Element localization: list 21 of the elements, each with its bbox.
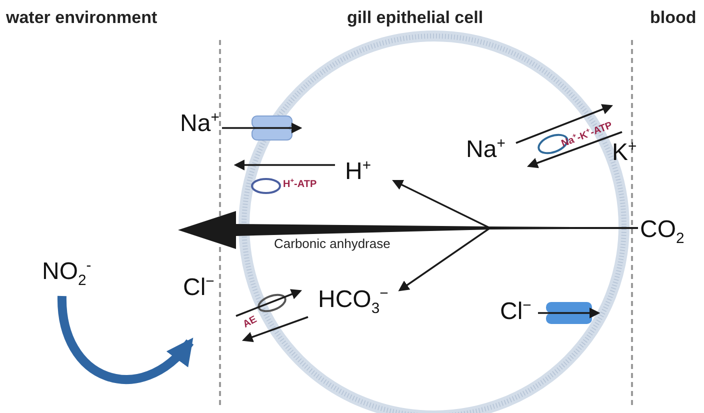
arrow: [236, 289, 302, 317]
pump-label: Na$^{+}$-K$^{+}$-ATP: [560, 120, 614, 150]
region-heading: gill epithelial cell: [347, 8, 484, 28]
ion-label: K$^{+}$: [612, 141, 637, 165]
region-heading: water environment: [6, 8, 158, 28]
ion-label: Na$^{+}$: [180, 112, 220, 136]
arrow: [242, 316, 308, 342]
ion-label: CO$_{2}$: [640, 218, 684, 242]
pump-label: AE: [241, 314, 259, 330]
arrow: [222, 122, 302, 134]
ion-label: H$^{+}$: [345, 160, 372, 184]
arrow: [58, 296, 194, 384]
pump-label: H$^{+}$-ATP: [283, 179, 317, 190]
edge-label: Carbonic anhydrase: [272, 236, 392, 251]
region-heading: blood: [650, 8, 696, 28]
arrow: [234, 160, 335, 170]
ion-label: Na$^{+}$: [466, 138, 506, 162]
arrow: [526, 131, 622, 168]
ion-label: Cl$^{−}$: [183, 276, 214, 300]
ion-label: Cl$^{−}$: [500, 300, 532, 324]
arrow: [516, 104, 614, 144]
